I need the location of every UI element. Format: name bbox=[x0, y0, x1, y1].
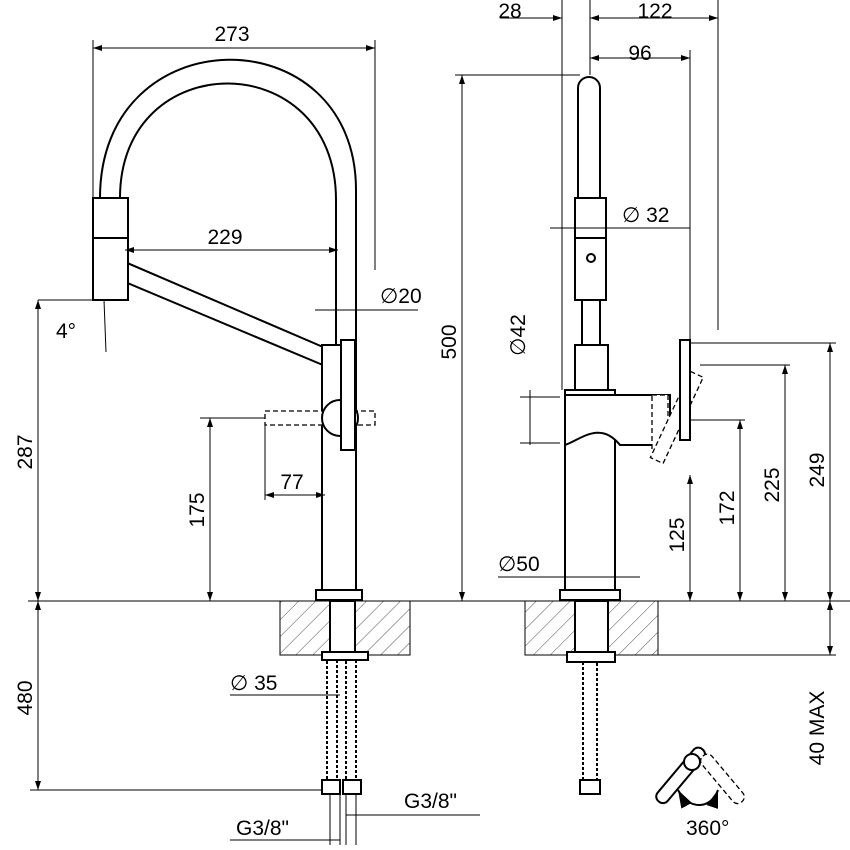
dim-head-diameter: ∅ 32 bbox=[622, 204, 670, 227]
dim-lever-offset: 77 bbox=[280, 471, 303, 494]
dim-hose-thread-right: G3/8" bbox=[404, 790, 457, 813]
dim-head-to-column: 229 bbox=[207, 226, 242, 249]
dim-spout-height: 287 bbox=[14, 434, 37, 469]
dim-lever-h1: 172 bbox=[716, 490, 739, 525]
side-view-labels: 273 229 ∅20 4° 287 175 77 480 ∅ 35 G3/8"… bbox=[14, 23, 457, 840]
front-view-labels: 28 122 96 ∅ 32 ∅42 500 ∅50 125 172 225 2… bbox=[438, 0, 829, 765]
rotation-icon: 360° bbox=[655, 746, 745, 840]
dim-shank-diameter: ∅ 35 bbox=[230, 672, 278, 695]
front-view-dimensions bbox=[455, 0, 836, 656]
dim-head-angle: 4° bbox=[56, 320, 76, 343]
dim-spout-reach: 273 bbox=[214, 23, 249, 46]
dim-hose-thread-left: G3/8" bbox=[236, 817, 289, 840]
dim-lever-reach: 96 bbox=[628, 42, 651, 65]
dim-lever-h2: 225 bbox=[761, 467, 784, 502]
dim-lever-h3: 249 bbox=[806, 452, 829, 487]
dim-base-diameter: ∅50 bbox=[498, 553, 540, 576]
dim-total-height: 500 bbox=[438, 324, 461, 359]
dim-counter-thickness: 40 MAX bbox=[806, 691, 829, 766]
dim-lever-height: 175 bbox=[186, 492, 209, 527]
dim-neck-diameter: ∅42 bbox=[507, 314, 530, 356]
side-view-faucet bbox=[92, 58, 376, 795]
dim-body-height: 125 bbox=[666, 517, 689, 552]
dim-offset-top-right: 122 bbox=[637, 0, 672, 23]
front-view-faucet bbox=[559, 76, 705, 795]
side-view-dimensions bbox=[30, 40, 480, 845]
dim-offset-top-left: 28 bbox=[498, 0, 521, 23]
rotation-label: 360° bbox=[686, 817, 729, 840]
dim-spout-diameter: ∅20 bbox=[380, 285, 422, 308]
dim-hose-length: 480 bbox=[14, 680, 37, 715]
